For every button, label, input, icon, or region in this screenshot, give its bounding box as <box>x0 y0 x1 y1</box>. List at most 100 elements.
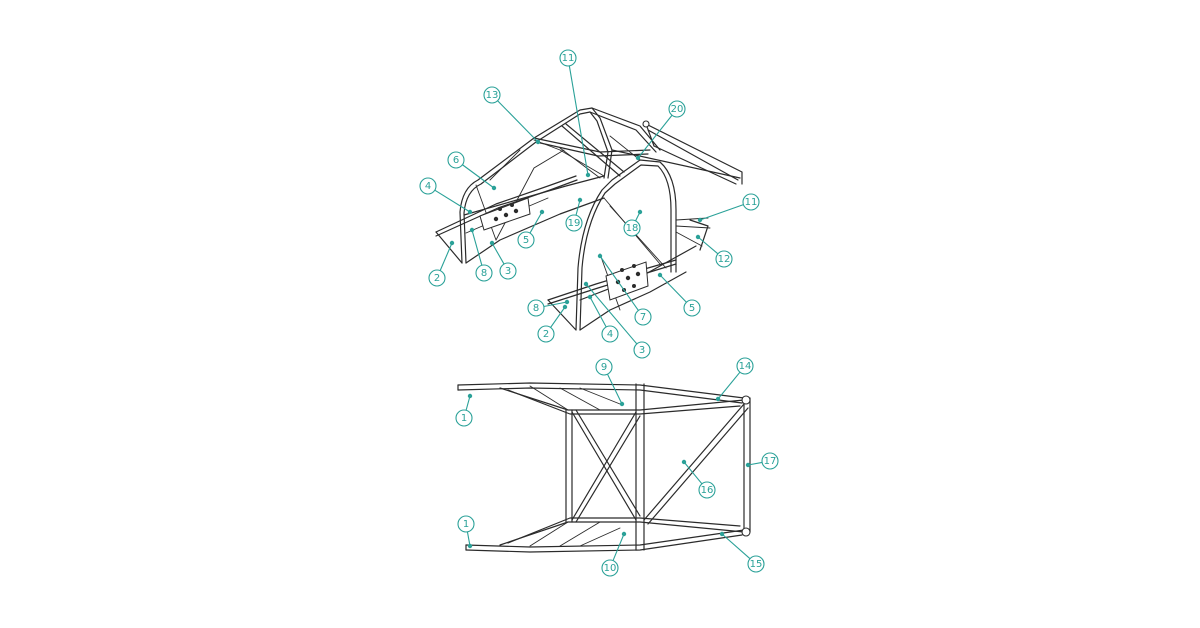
callout-number: 3 <box>639 345 645 356</box>
callout-circle <box>419 177 437 195</box>
callout-circle <box>565 214 583 232</box>
leader-line <box>497 100 539 143</box>
leader-line <box>471 229 483 266</box>
leader-dot <box>621 531 627 537</box>
callout-circle <box>715 250 733 268</box>
leader-line <box>491 242 505 265</box>
leader-line <box>543 301 568 308</box>
callout-number: 5 <box>523 235 529 246</box>
callout-circle <box>447 151 465 169</box>
leader-line <box>659 274 687 303</box>
leader-dot <box>583 281 589 287</box>
leader-line <box>465 395 471 411</box>
leader-line <box>568 65 589 176</box>
callout-number: 18 <box>626 223 639 234</box>
leader-dot <box>577 197 583 203</box>
leader-dot <box>585 172 591 178</box>
callout-number: 16 <box>701 485 714 496</box>
callout-15: 15 <box>719 531 765 573</box>
leader-dot <box>535 139 541 145</box>
leader-dot <box>719 531 725 537</box>
callout-circle <box>601 559 619 577</box>
callout-13: 13 <box>483 86 541 145</box>
leader-dot <box>587 294 593 300</box>
callout-circle <box>537 325 555 343</box>
leader-dot <box>697 217 703 223</box>
callout-number: 17 <box>764 456 777 467</box>
callout-8-right: 8 <box>527 299 570 317</box>
callout-circle <box>428 269 446 287</box>
callout-number: 3 <box>505 266 511 277</box>
callout-11-top: 11 <box>559 49 591 178</box>
leader-line <box>439 242 453 271</box>
callout-4-right: 4 <box>587 294 619 343</box>
leader-line <box>607 373 623 405</box>
main-hoop <box>459 107 613 264</box>
callout-circle <box>601 325 619 343</box>
callout-number: 4 <box>607 329 613 340</box>
callout-number: 2 <box>543 329 549 340</box>
callout-circle <box>475 264 493 282</box>
callout-7: 7 <box>597 253 652 326</box>
leader-line <box>747 461 763 466</box>
callout-circle <box>761 452 779 470</box>
callout-5-left: 5 <box>517 209 545 249</box>
leader-dot <box>491 185 497 191</box>
callout-5-right: 5 <box>657 272 701 317</box>
leader-dot <box>619 401 625 407</box>
callout-circle <box>634 308 652 326</box>
callout-number: 11 <box>745 197 758 208</box>
leader-dot <box>489 240 495 246</box>
front-hoop <box>575 159 677 331</box>
callout-16: 16 <box>681 459 716 499</box>
callout-4-left: 4 <box>419 177 473 215</box>
callout-8-left: 8 <box>469 227 493 282</box>
callout-circle <box>455 409 473 427</box>
callout-number: 4 <box>425 181 431 192</box>
callout-number: 15 <box>750 559 763 570</box>
leader-line <box>717 371 741 400</box>
callout-circle <box>457 515 475 533</box>
callout-18: 18 <box>623 209 643 237</box>
leader-line <box>550 306 566 328</box>
callout-circle <box>698 481 716 499</box>
callout-14: 14 <box>715 357 754 402</box>
leader-line <box>589 296 607 328</box>
right-gusset-plate <box>605 261 649 301</box>
leader-dot <box>562 304 568 310</box>
callout-2-right: 2 <box>537 304 568 343</box>
leader-line <box>599 255 639 311</box>
lower-side-rail <box>465 517 745 553</box>
callout-1-top: 1 <box>455 393 473 427</box>
callout-number: 19 <box>568 218 581 229</box>
callout-circle <box>747 555 765 573</box>
rear-struts <box>611 120 743 185</box>
leader-dot <box>657 272 663 278</box>
leader-dot <box>467 393 473 399</box>
callout-number: 8 <box>533 303 539 314</box>
callout-circle <box>527 299 545 317</box>
callout-number: 1 <box>461 413 467 424</box>
callout-circle <box>668 100 686 118</box>
callout-circle <box>633 341 651 359</box>
callout-1-bottom: 1 <box>457 515 475 549</box>
leader-line <box>721 533 751 560</box>
callout-number: 1 <box>463 519 469 530</box>
callout-number: 12 <box>718 254 731 265</box>
callout-circle <box>499 262 517 280</box>
callout-number: 10 <box>604 563 617 574</box>
leader-dot <box>539 209 545 215</box>
leader-line <box>683 461 703 485</box>
leader-dot <box>745 462 751 468</box>
leader-dot <box>715 396 721 402</box>
leader-line <box>699 204 744 221</box>
callout-12: 12 <box>695 234 733 268</box>
callout-number: 8 <box>481 268 487 279</box>
callout-number: 13 <box>486 90 499 101</box>
callout-circle <box>623 219 641 237</box>
leader-dot <box>635 155 641 161</box>
callout-number: 20 <box>671 104 684 115</box>
